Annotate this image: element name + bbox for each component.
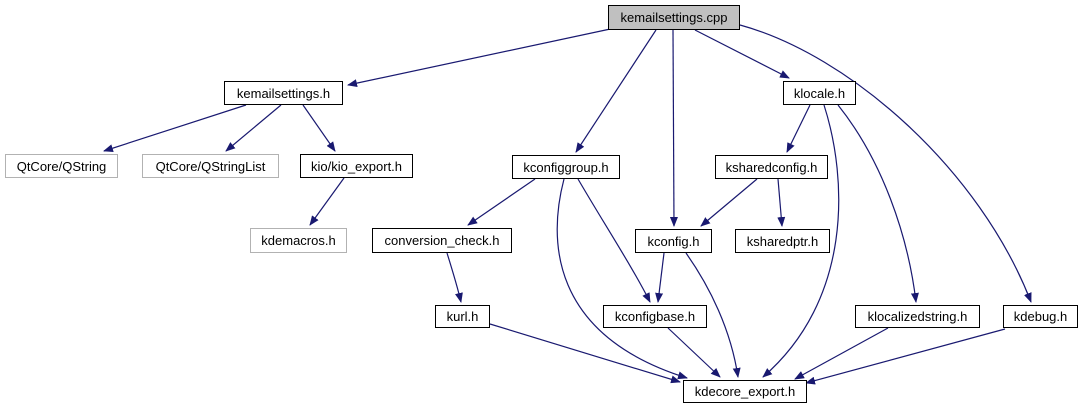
node-label: kemailsettings.cpp bbox=[620, 10, 728, 25]
edge-klocalizedstring-h-to-kdecore-export-h bbox=[794, 327, 889, 380]
node-label: kconfigbase.h bbox=[614, 309, 696, 324]
node-kconfigbase-h[interactable]: kconfigbase.h bbox=[603, 305, 707, 328]
node-qtcore-qstring: QtCore/QString bbox=[5, 154, 118, 178]
edge-kemailsettings-cpp-to-klocale-h bbox=[694, 29, 790, 79]
node-kemailsettings-h[interactable]: kemailsettings.h bbox=[224, 81, 343, 105]
node-label: kurl.h bbox=[446, 309, 479, 324]
node-kio-kio-export-h[interactable]: kio/kio_export.h bbox=[300, 154, 413, 178]
edge-kconfig-h-to-kdecore-export-h bbox=[685, 252, 741, 378]
node-ksharedconfig-h[interactable]: ksharedconfig.h bbox=[715, 155, 828, 179]
node-label: ksharedptr.h bbox=[746, 233, 819, 249]
edge-kemailsettings-cpp-to-kconfiggroup-h bbox=[575, 29, 657, 153]
edge-kemailsettings-h-to-qtcore-qstringlist bbox=[225, 104, 282, 152]
edge-kemailsettings-h-to-kio-kio-export-h bbox=[302, 104, 336, 152]
node-label: kdebug.h bbox=[1013, 309, 1068, 324]
node-ksharedptr-h[interactable]: ksharedptr.h bbox=[735, 229, 830, 253]
edge-conversion-check-h-to-kurl-h bbox=[446, 252, 463, 303]
edge-kconfiggroup-h-to-conversion-check-h bbox=[467, 178, 536, 226]
edge-klocale-h-to-kdecore-export-h bbox=[762, 104, 840, 378]
node-label: kio/kio_export.h bbox=[310, 158, 403, 174]
edge-kio-kio-export-h-to-kdemacros-h bbox=[309, 177, 345, 226]
edge-kconfigbase-h-to-kdecore-export-h bbox=[667, 327, 721, 378]
node-klocale-h[interactable]: klocale.h bbox=[783, 81, 856, 105]
node-kemailsettings-cpp[interactable]: kemailsettings.cpp bbox=[608, 5, 740, 30]
edge-kconfiggroup-h-to-kconfigbase-h bbox=[577, 178, 651, 303]
edge-ksharedconfig-h-to-ksharedptr-h bbox=[777, 178, 786, 227]
node-kdebug-h[interactable]: kdebug.h bbox=[1003, 305, 1078, 328]
node-label: kdemacros.h bbox=[261, 233, 336, 248]
node-klocalizedstring-h[interactable]: klocalizedstring.h bbox=[855, 305, 980, 328]
node-qtcore-qstringlist: QtCore/QStringList bbox=[142, 154, 279, 178]
node-label: kdecore_export.h bbox=[694, 384, 796, 399]
node-kurl-h[interactable]: kurl.h bbox=[435, 305, 490, 328]
edge-kconfig-h-to-kconfigbase-h bbox=[655, 252, 665, 303]
edge-kemailsettings-h-to-qtcore-qstring bbox=[103, 104, 247, 153]
edge-kdebug-h-to-kdecore-export-h bbox=[805, 328, 1006, 385]
node-kconfig-h[interactable]: kconfig.h bbox=[635, 229, 712, 253]
node-label: klocalizedstring.h bbox=[867, 309, 968, 324]
edge-klocale-h-to-ksharedconfig-h bbox=[786, 104, 811, 153]
node-label: ksharedconfig.h bbox=[725, 159, 818, 175]
node-label: QtCore/QString bbox=[16, 158, 107, 174]
node-label: QtCore/QStringList bbox=[155, 158, 266, 174]
edge-ksharedconfig-h-to-kconfig-h bbox=[700, 178, 758, 227]
edge-kemailsettings-cpp-to-kconfig-h bbox=[669, 29, 678, 227]
node-kconfiggroup-h[interactable]: kconfiggroup.h bbox=[512, 155, 620, 179]
edge-klocale-h-to-klocalizedstring-h bbox=[837, 104, 919, 303]
node-kdecore-export-h[interactable]: kdecore_export.h bbox=[683, 380, 807, 403]
edge-kemailsettings-cpp-to-kdebug-h bbox=[739, 24, 1032, 303]
node-kdemacros-h: kdemacros.h bbox=[250, 228, 347, 253]
edge-kemailsettings-cpp-to-kemailsettings-h bbox=[347, 27, 616, 88]
edge-kurl-h-to-kdecore-export-h bbox=[489, 323, 681, 384]
node-label: kconfig.h bbox=[647, 233, 700, 249]
edge-kconfiggroup-h-to-kdecore-export-h bbox=[556, 178, 688, 380]
node-label: kconfiggroup.h bbox=[523, 159, 609, 175]
node-conversion-check-h[interactable]: conversion_check.h bbox=[372, 228, 512, 253]
node-label: kemailsettings.h bbox=[236, 85, 331, 101]
node-label: conversion_check.h bbox=[384, 233, 500, 248]
node-label: klocale.h bbox=[793, 85, 846, 101]
